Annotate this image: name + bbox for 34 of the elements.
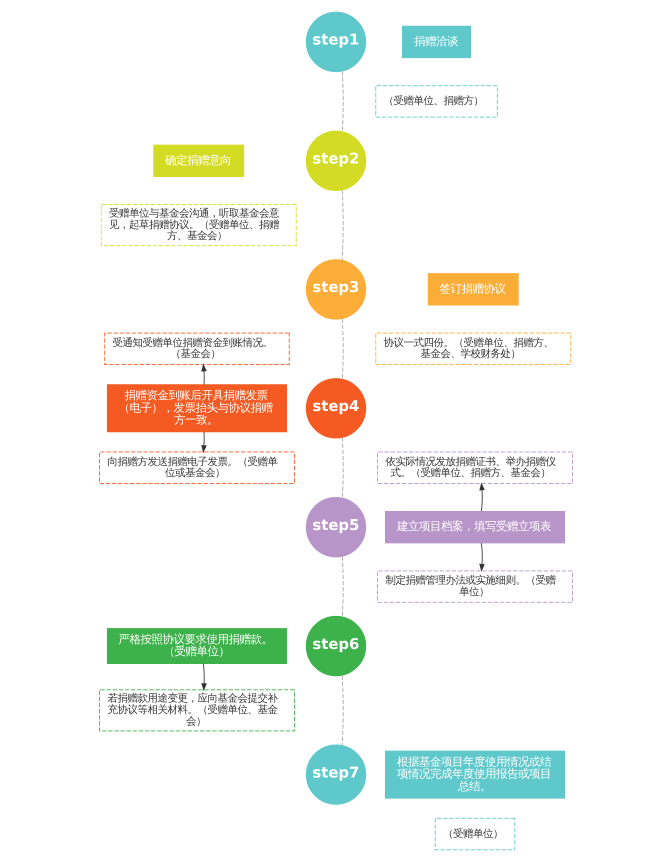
connector bbox=[341, 556, 344, 618]
node-box: （受赠单位） bbox=[434, 818, 515, 850]
node-box: 制定捐赠管理办法或实施细则。（受赠单位） bbox=[376, 570, 572, 603]
connector bbox=[341, 437, 344, 498]
node-box: 确定捐赠意向 bbox=[152, 144, 244, 178]
connector bbox=[341, 70, 344, 132]
arrow bbox=[478, 542, 484, 572]
node-box: 受赠单位与基金会沟通，听取基金会意见，起草捐赠协议。（受赠单位、捐赠方、基金会） bbox=[100, 204, 296, 246]
node-box: 捐赠资金到账后开具捐赠发票（电子），发票抬头与协议捐赠方一致。 bbox=[106, 384, 287, 432]
node-box: 若捐赠款用途变更，应向基金会提交补充协议等相关材料。（受赠单位、基金会） bbox=[98, 689, 294, 732]
node-box: （受赠单位、捐赠方） bbox=[374, 85, 498, 118]
node-box: 向捐赠方发送捐赠电子发票。（受赠单位或基金会） bbox=[98, 452, 294, 484]
node-circle: step1 bbox=[305, 12, 366, 72]
node-box: 签订捐赠协议 bbox=[427, 273, 518, 306]
arrow bbox=[478, 482, 484, 512]
node-circle: step3 bbox=[305, 259, 366, 320]
connector bbox=[341, 674, 344, 746]
connector bbox=[341, 318, 344, 380]
node-circle: step5 bbox=[305, 497, 366, 558]
node-box: 依实际情况发放捐赠证书、举办捐赠仪式。（受赠单位、捐赠方、基金会） bbox=[376, 452, 572, 484]
arrow bbox=[200, 364, 206, 385]
node-circle: step7 bbox=[305, 744, 366, 805]
node-box: 根据基金项目年度使用情况或结项情况完成年度使用报告或项目总结。 bbox=[384, 750, 565, 799]
connector bbox=[341, 190, 344, 261]
node-box: 捐赠洽谈 bbox=[402, 26, 471, 58]
node-circle: step6 bbox=[305, 616, 366, 676]
node-box: 建立项目档案，填写受赠立项表 bbox=[384, 511, 565, 544]
arrow bbox=[200, 432, 206, 454]
node-box: 严格按照协议要求使用捐赠款。（受赠单位） bbox=[106, 628, 287, 664]
node-circle: step4 bbox=[305, 378, 366, 438]
node-circle: step2 bbox=[305, 130, 366, 191]
node-box: 协议一式四份。（受赠单位、捐赠方、基金会、学校财务处） bbox=[374, 332, 571, 365]
node-box: 受通知受赠单位捐赠资金到账情况。（基金会） bbox=[104, 332, 290, 365]
arrow bbox=[200, 663, 206, 692]
